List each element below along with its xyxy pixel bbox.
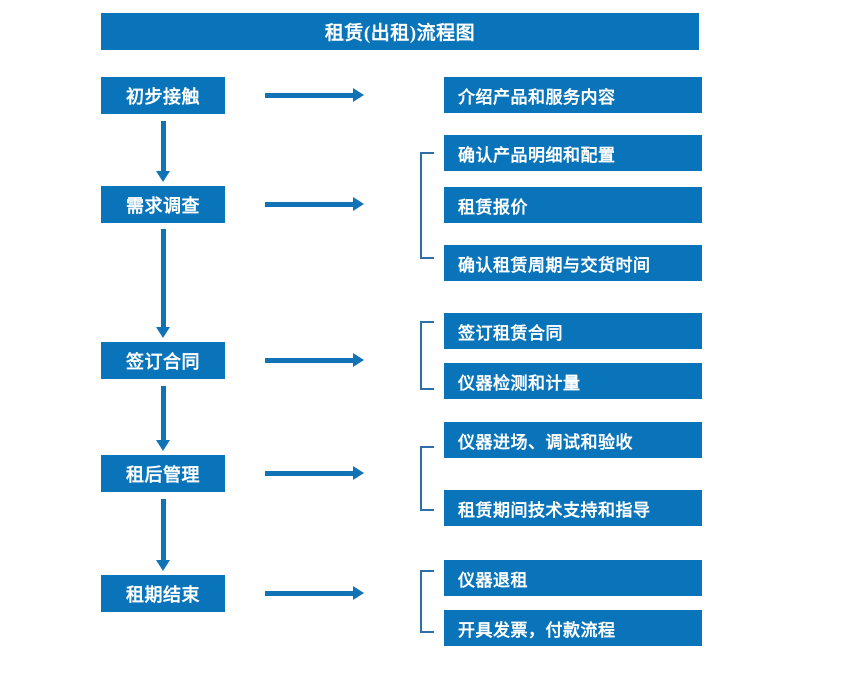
- diagram-title: 租赁(出租)流程图: [101, 13, 699, 50]
- arrow-shaft: [265, 93, 353, 98]
- arrow-head-icon: [156, 440, 170, 451]
- arrow-shaft: [161, 499, 166, 560]
- stage-flow-arrow-2: [155, 229, 171, 339]
- stage-flow-arrow-4: [155, 499, 171, 572]
- arrow-shaft: [265, 591, 353, 596]
- detail-box-租赁期间技术支持和指导[interactable]: 租赁期间技术支持和指导: [444, 490, 702, 526]
- detail-box-介绍产品和服务内容[interactable]: 介绍产品和服务内容: [444, 77, 702, 113]
- detail-box-开具发票付款流程[interactable]: 开具发票，付款流程: [444, 610, 702, 646]
- arrow-shaft: [265, 471, 353, 476]
- arrow-head-icon: [156, 171, 170, 182]
- arrow-shaft: [161, 386, 166, 440]
- detail-box-确认产品明细和配置[interactable]: 确认产品明细和配置: [444, 135, 702, 171]
- arrow-head-icon: [156, 560, 170, 571]
- stage-box-租后管理[interactable]: 租后管理: [101, 455, 225, 492]
- stage-to-details-arrow-4: [265, 465, 364, 481]
- stage-to-details-arrow-5: [265, 585, 364, 601]
- arrow-head-icon: [353, 466, 364, 480]
- arrow-shaft: [161, 121, 166, 171]
- detail-group-bracket-2: [420, 152, 434, 259]
- detail-box-仪器退租[interactable]: 仪器退租: [444, 560, 702, 596]
- stage-box-签订合同[interactable]: 签订合同: [101, 342, 225, 379]
- detail-box-签订租赁合同[interactable]: 签订租赁合同: [444, 313, 702, 349]
- arrow-shaft: [265, 358, 353, 363]
- arrow-head-icon: [353, 353, 364, 367]
- detail-box-确认租赁周期与交货时间[interactable]: 确认租赁周期与交货时间: [444, 245, 702, 281]
- stage-to-details-arrow-3: [265, 352, 364, 368]
- stage-box-租期结束[interactable]: 租期结束: [101, 575, 225, 612]
- detail-box-租赁报价[interactable]: 租赁报价: [444, 187, 702, 223]
- arrow-head-icon: [353, 88, 364, 102]
- arrow-shaft: [265, 202, 353, 207]
- arrow-head-icon: [353, 586, 364, 600]
- stage-flow-arrow-3: [155, 386, 171, 452]
- stage-box-初步接触[interactable]: 初步接触: [101, 77, 225, 114]
- stage-to-details-arrow-1: [265, 87, 364, 103]
- arrow-head-icon: [156, 327, 170, 338]
- stage-flow-arrow-1: [155, 121, 171, 183]
- stage-to-details-arrow-2: [265, 196, 364, 212]
- detail-group-bracket-3: [420, 321, 434, 390]
- detail-box-仪器检测和计量[interactable]: 仪器检测和计量: [444, 363, 702, 399]
- detail-box-仪器进场调试和验收[interactable]: 仪器进场、调试和验收: [444, 422, 702, 458]
- arrow-shaft: [161, 229, 166, 327]
- detail-group-bracket-5: [420, 570, 434, 633]
- arrow-head-icon: [353, 197, 364, 211]
- detail-group-bracket-4: [420, 446, 434, 511]
- stage-box-需求调查[interactable]: 需求调查: [101, 186, 225, 223]
